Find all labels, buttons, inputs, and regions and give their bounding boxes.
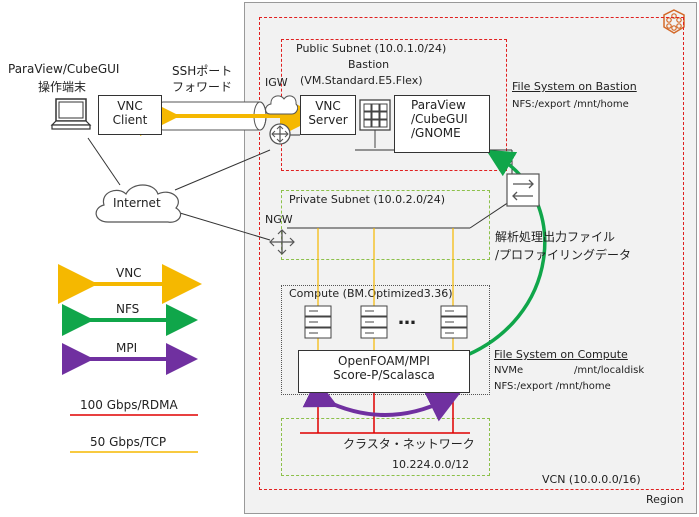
vnc-client-line2: Client (112, 113, 148, 127)
output-label-line2: /プロファイリングデータ (495, 248, 632, 262)
cluster-network-label: クラスタ・ネットワーク (343, 437, 475, 451)
ssh-label-line1: SSHポート (172, 64, 233, 78)
vnc-server-line1: VNC (315, 99, 341, 113)
fs-bastion-nfs: NFS:/export /mnt/home (512, 99, 629, 110)
bastion-server-icon (358, 98, 392, 154)
ssh-label-line2: フォワード (172, 80, 233, 94)
legend-vnc-label: VNC (116, 266, 142, 280)
fs-compute-title: File System on Compute (494, 348, 628, 361)
private-subnet-title: Private Subnet (10.0.2.0/24) (289, 193, 446, 206)
openfoam-box: OpenFOAM/MPI Score-P/Scalasca (298, 350, 470, 393)
cluster-network-cidr: 10.224.0.0/12 (392, 458, 470, 471)
output-label-line1: 解析処理出力ファイル (495, 230, 616, 244)
paraview-line1: ParaView (411, 98, 466, 112)
openfoam-line1: OpenFOAM/MPI (338, 354, 430, 368)
compute-ellipsis: … (398, 308, 416, 329)
region-label: Region (646, 493, 684, 506)
internet-label: Internet (113, 196, 161, 210)
fs-compute-nfs: NFS:/export /mnt/home (494, 381, 611, 392)
openfoam-line2: Score-P/Scalasca (333, 368, 435, 382)
laptop-icon (50, 97, 92, 139)
vnc-server-line2: Server (308, 113, 348, 127)
private-subnet (281, 190, 490, 260)
compute-node-icon (304, 305, 332, 345)
vnc-server-box: VNC Server (300, 95, 356, 135)
legend-mpi-label: MPI (116, 341, 138, 355)
compute-title: Compute (BM.Optimized3.36) (289, 287, 453, 300)
internet-cloud-icon (88, 178, 188, 234)
vcn-boundary (259, 17, 684, 490)
bastion-title: Bastion (348, 58, 390, 71)
fs-bastion-title: File System on Bastion (512, 80, 637, 93)
ngw-icon (268, 228, 296, 260)
region-icon (660, 8, 688, 40)
compute-node-icon (360, 305, 388, 345)
legend-nfs-label: NFS (116, 302, 140, 316)
vcn-label: VCN (10.0.0.0/16) (542, 473, 641, 486)
paraview-line2: /CubeGUI (411, 112, 468, 126)
bastion-shape: (VM.Standard.E5.Flex) (300, 74, 423, 87)
legend-tcp-label: 50 Gbps/TCP (90, 435, 167, 449)
client-subtitle: 操作端末 (38, 80, 87, 94)
vnc-client-line1: VNC (117, 99, 143, 113)
public-subnet-title: Public Subnet (10.0.1.0/24) (296, 42, 447, 55)
igw-label: IGW (265, 76, 288, 89)
fs-compute-nvme: NVMe /mnt/localdisk (494, 365, 645, 376)
region-boundary (244, 2, 697, 514)
client-title: ParaView/CubeGUI (8, 62, 120, 76)
router-icon (505, 172, 541, 212)
igw-icon (264, 90, 299, 150)
paraview-line3: /GNOME (411, 126, 461, 140)
paraview-box: ParaView /CubeGUI /GNOME (394, 95, 490, 153)
ngw-label: NGW (265, 213, 293, 226)
vnc-client-box: VNC Client (98, 95, 162, 135)
compute-node-icon (440, 305, 468, 345)
legend-rdma-label: 100 Gbps/RDMA (80, 398, 178, 412)
